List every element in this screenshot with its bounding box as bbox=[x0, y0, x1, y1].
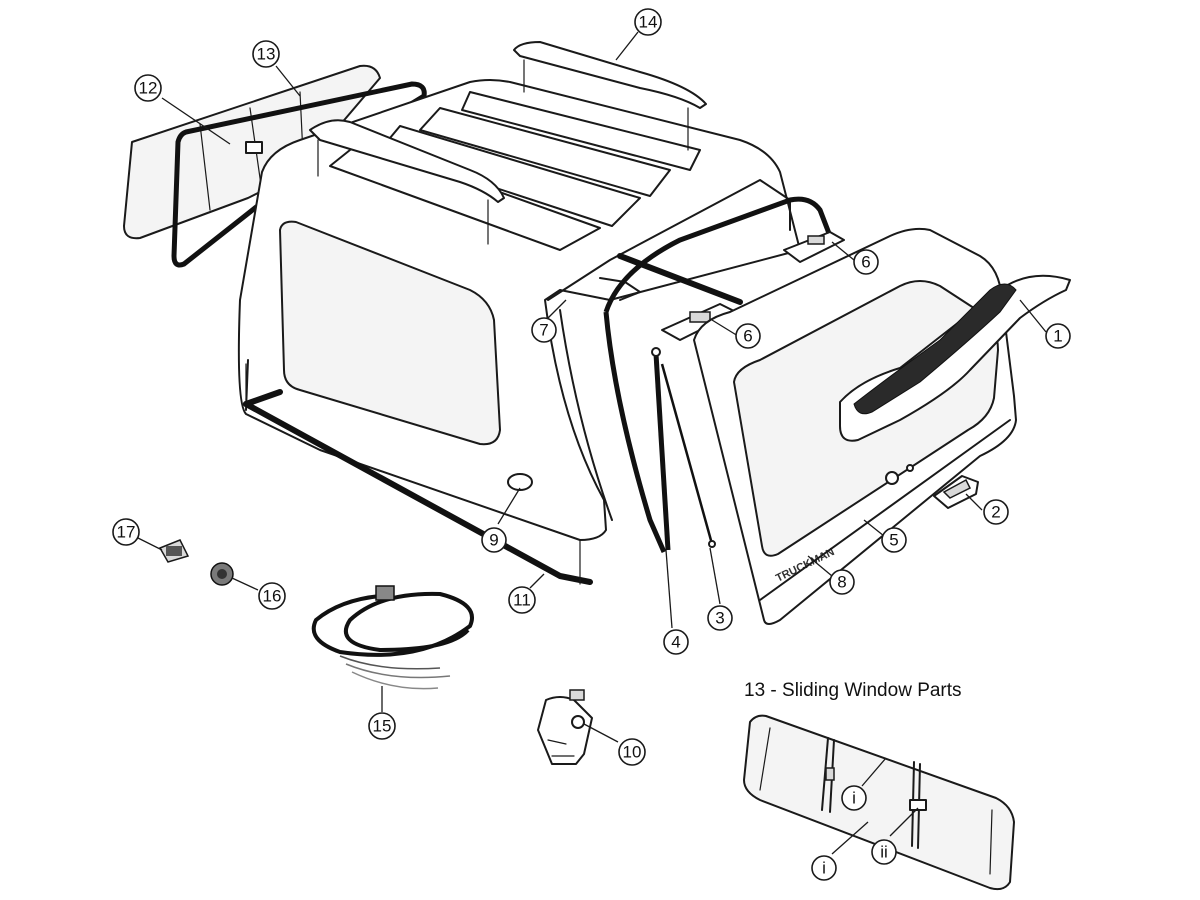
side-window bbox=[279, 220, 501, 446]
svg-text:11: 11 bbox=[513, 591, 531, 610]
callout-6-lower: 6 bbox=[735, 323, 761, 349]
gas-strut-right bbox=[660, 363, 716, 548]
rear-door-seal bbox=[603, 196, 833, 554]
callout-9: 9 bbox=[481, 527, 507, 553]
svg-text:10: 10 bbox=[623, 743, 642, 762]
callout-7: 7 bbox=[531, 317, 557, 343]
svg-text:8: 8 bbox=[837, 573, 846, 592]
callout-8: 8 bbox=[829, 569, 855, 595]
svg-text:6: 6 bbox=[743, 327, 752, 346]
roof-rail bbox=[513, 41, 707, 151]
rear-spoiler bbox=[839, 274, 1071, 442]
svg-text:2: 2 bbox=[991, 503, 1000, 522]
roof-rib-2 bbox=[419, 107, 671, 197]
callout-3: 3 bbox=[707, 605, 733, 631]
callout-i-lower: i bbox=[811, 855, 837, 881]
svg-text:4: 4 bbox=[671, 633, 680, 652]
roof-rib-4 bbox=[329, 141, 601, 251]
base-seal bbox=[243, 363, 593, 585]
callout-i-upper: i bbox=[841, 785, 867, 811]
callout-6-upper: 6 bbox=[853, 249, 879, 275]
svg-text:13: 13 bbox=[257, 45, 276, 64]
svg-text:17: 17 bbox=[117, 523, 136, 542]
svg-text:9: 9 bbox=[489, 531, 498, 550]
svg-text:1: 1 bbox=[1053, 327, 1062, 346]
callout-13: 13 bbox=[252, 40, 280, 68]
callout-ii: ii bbox=[871, 839, 897, 865]
callout-5: 5 bbox=[881, 527, 907, 553]
leader-lines bbox=[137, 31, 1047, 855]
svg-text:i: i bbox=[852, 789, 856, 808]
svg-text:7: 7 bbox=[539, 321, 548, 340]
callout-17: 17 bbox=[112, 518, 140, 546]
front-window-latch bbox=[245, 141, 263, 154]
front-window-seal bbox=[171, 81, 427, 268]
callout-10: 10 bbox=[618, 738, 646, 766]
svg-text:15: 15 bbox=[373, 717, 392, 736]
hinge-upper bbox=[783, 231, 845, 263]
gas-strut-left bbox=[651, 347, 671, 551]
canopy-body bbox=[237, 79, 801, 541]
rear-handle bbox=[933, 475, 979, 509]
inset-title: 13 - Sliding Window Parts bbox=[744, 680, 962, 701]
callout-11: 11 bbox=[508, 586, 536, 614]
callout-1: 1 bbox=[1045, 323, 1071, 349]
callout-14: 14 bbox=[634, 8, 662, 36]
svg-text:16: 16 bbox=[263, 587, 282, 606]
mounting-bracket bbox=[537, 689, 593, 765]
front-window-glass bbox=[123, 64, 381, 240]
callout-15: 15 bbox=[368, 712, 396, 740]
svg-text:6: 6 bbox=[861, 253, 870, 272]
roof-rib-1 bbox=[461, 91, 701, 171]
wiring-harness bbox=[311, 585, 474, 690]
side-badge bbox=[507, 473, 533, 491]
light-connector bbox=[158, 539, 190, 563]
sliding-window-inset: 13 - Sliding Window Parts bbox=[743, 680, 1015, 891]
roof-rail-side bbox=[309, 119, 505, 245]
callout-2: 2 bbox=[983, 499, 1009, 525]
grommet bbox=[210, 562, 234, 586]
callout-12: 12 bbox=[134, 74, 162, 102]
svg-text:14: 14 bbox=[639, 13, 658, 32]
svg-text:5: 5 bbox=[889, 531, 898, 550]
svg-text:3: 3 bbox=[715, 609, 724, 628]
callout-4: 4 bbox=[663, 629, 689, 655]
svg-text:ii: ii bbox=[880, 843, 888, 862]
svg-text:i: i bbox=[822, 859, 826, 878]
svg-text:12: 12 bbox=[139, 79, 158, 98]
callout-16: 16 bbox=[258, 582, 286, 610]
